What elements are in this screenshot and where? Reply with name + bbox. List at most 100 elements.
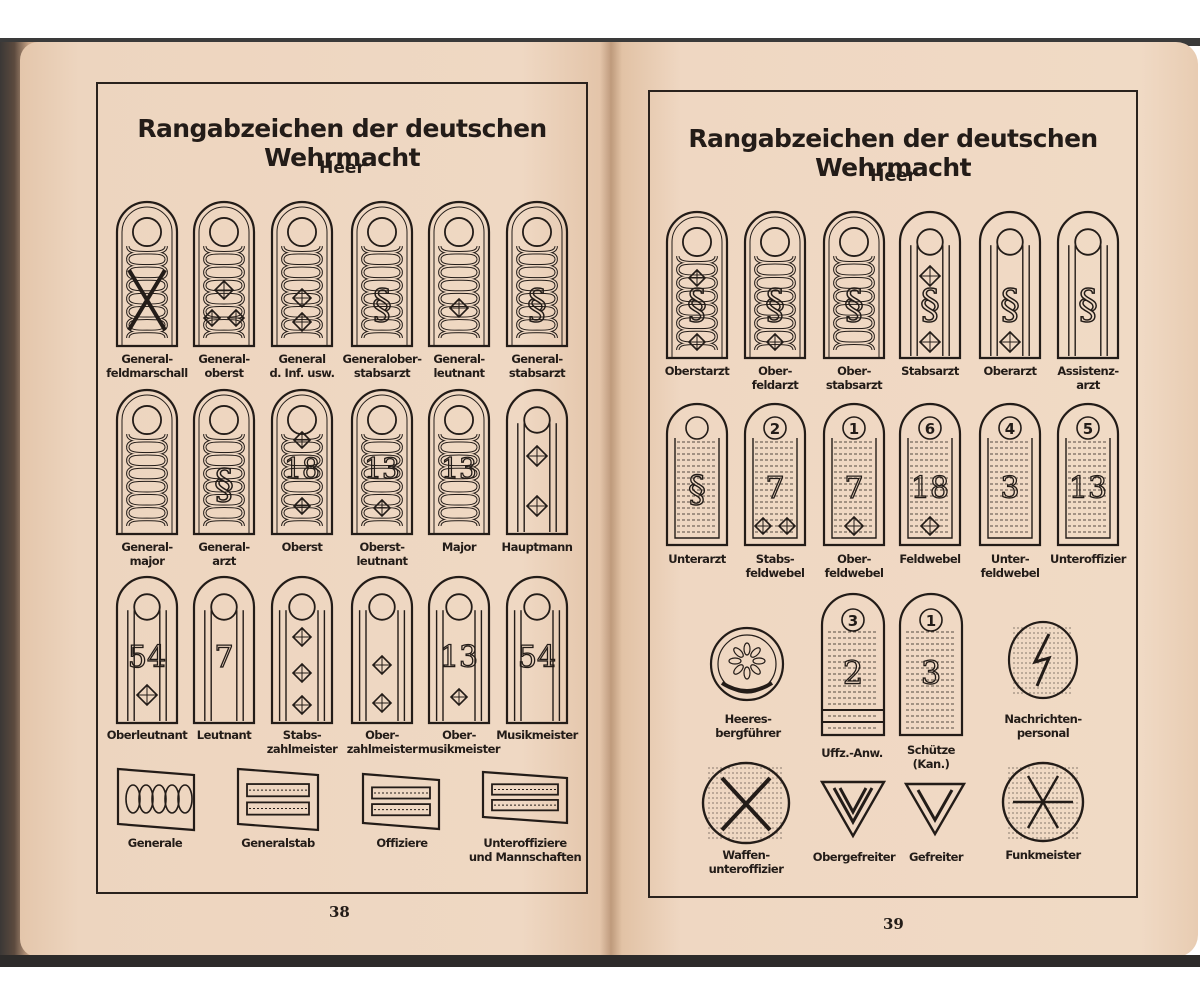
rp-label-row4-3-line1: Gefreiter: [908, 850, 964, 864]
label-row2-2-line2: arzt: [212, 554, 236, 568]
collar-patch-3: [360, 770, 442, 832]
label-row1-1: General-feldmarschall: [105, 352, 189, 380]
edelweiss-badge: [708, 625, 786, 703]
svg-text:4: 4: [1005, 420, 1015, 438]
label-row1-6-line2: stabsarzt: [508, 366, 566, 380]
rp-label-row1-6-line1: Assistenz-: [1057, 364, 1119, 378]
rp-label-row2-5-line1: Unter-: [990, 552, 1030, 566]
label-collar-2-line1: Generalstab: [241, 836, 315, 850]
label-row2-4: Oberst-leutnant: [340, 540, 424, 568]
svg-text:54: 54: [128, 640, 166, 675]
right-page-number: 39: [883, 915, 904, 933]
label-row1-5-line2: leutnant: [433, 366, 485, 380]
label-row1-2-line2: oberst: [204, 366, 244, 380]
rp-label-row3-1-line1: Heeres-: [724, 712, 772, 726]
label-row3-1-line1: Oberleutnant: [106, 728, 188, 742]
shoulder-board-r2-6: [505, 388, 569, 536]
shoulder-board-r2-1: [115, 388, 179, 536]
label-row3-5-line2: musikmeister: [417, 742, 501, 756]
label-row3-5-line1: Ober-: [442, 728, 476, 742]
svg-text:1: 1: [849, 420, 859, 438]
rp-label-row1-2-line1: Ober-: [758, 364, 792, 378]
rp-label-row2-4: Feldwebel: [886, 552, 974, 566]
book-gutter: [600, 42, 622, 957]
rp-label-row2-2-line1: Stabs-: [755, 552, 795, 566]
label-row3-2: Leutnant: [180, 728, 268, 742]
rp-label-row4-4: Funkmeister: [986, 848, 1100, 862]
label-row3-4-line2: zahlmeister: [346, 742, 418, 756]
rp-label-row2-1: Unterarzt: [653, 552, 741, 566]
shoulder-board-r2-5: 13: [427, 388, 491, 536]
left-page-number: 38: [329, 903, 350, 921]
shoulder-board-4: §: [350, 200, 414, 348]
svg-text:§: §: [765, 282, 785, 328]
rp-label-row1-6-line2: arzt: [1076, 378, 1100, 392]
label-row3-6: Musikmeister: [493, 728, 581, 742]
label-row3-3: Stabs-zahlmeister: [258, 728, 346, 756]
label-row3-2-line1: Leutnant: [196, 728, 252, 742]
label-collar-3: Offiziere: [352, 836, 452, 850]
rp-label-row1-2-line2: feldarzt: [751, 378, 799, 392]
collar-patch-1: [115, 765, 197, 833]
collar-patch-4: [480, 768, 570, 826]
label-row2-3: Oberst: [260, 540, 344, 554]
label-row2-1-line2: major: [129, 554, 165, 568]
svg-text:§: §: [687, 282, 707, 328]
radio-master-badge: [1000, 760, 1086, 844]
label-collar-2: Generalstab: [228, 836, 328, 850]
rp-label-row1-3: Ober-stabsarzt: [812, 364, 896, 392]
svg-text:13: 13: [440, 640, 478, 675]
label-row2-2: General-arzt: [182, 540, 266, 568]
label-row2-4-line1: Oberst-: [359, 540, 405, 554]
svg-text:§: §: [920, 282, 940, 328]
rp-label-row1-6: Assistenz-arzt: [1046, 364, 1130, 392]
rp-shoulder-board-2: §: [743, 210, 807, 360]
label-row1-5: General-leutnant: [417, 352, 501, 380]
svg-text:13: 13: [441, 452, 477, 485]
rp-label-row4-1-line2: unteroffizier: [708, 862, 784, 876]
svg-text:2: 2: [843, 654, 863, 692]
label-row1-5-line1: General-: [433, 352, 485, 366]
label-row1-3-line2: d. Inf. usw.: [269, 366, 335, 380]
rp-label-row3-3-line1: Schütze: [907, 743, 955, 757]
rp-label-row1-5: Oberarzt: [968, 364, 1052, 378]
rp-shoulder-board-3: §: [822, 210, 886, 360]
label-row1-6-line1: General-: [511, 352, 563, 366]
shoulder-board-r3-4: [350, 575, 414, 725]
shoulder-board-r3-6: 54: [505, 575, 569, 725]
label-collar-1-line1: Generale: [127, 836, 183, 850]
shoulder-board-1: [115, 200, 179, 348]
svg-text:3: 3: [1000, 471, 1019, 506]
rp-label-row1-5-line1: Oberarzt: [983, 364, 1037, 378]
rp-label-row2-2-line2: feldwebel: [745, 566, 805, 580]
rp-label-row1-1: Oberstarzt: [655, 364, 739, 378]
weapons-badge: [700, 760, 792, 846]
label-collar-4-line2: und Mannschaften: [468, 850, 582, 864]
shoulder-board-r2-3: 18: [270, 388, 334, 536]
rp-label-row2-3-line2: feldwebel: [824, 566, 884, 580]
label-row2-4-line2: leutnant: [356, 554, 408, 568]
shoulder-board-3: [270, 200, 334, 348]
rp-label-row4-4-line1: Funkmeister: [1005, 848, 1081, 862]
rp-label-row3-4-line2: personal: [1016, 726, 1070, 740]
label-collar-4-line1: Unteroffiziere: [483, 836, 567, 850]
rp-label-row3-1-line2: bergführer: [715, 726, 781, 740]
rp-label-row3-2: Uffz.-Anw.: [806, 746, 898, 760]
svg-text:5: 5: [1083, 420, 1093, 438]
svg-text:§: §: [214, 462, 234, 508]
rp-label-row3-4-line1: Nachrichten-: [1004, 712, 1082, 726]
rp-label-row3-1: Heeres-bergführer: [700, 712, 796, 740]
rp-label-row1-3-line2: stabsarzt: [825, 378, 883, 392]
svg-text:§: §: [1078, 282, 1098, 328]
label-row2-6: Hauptmann: [495, 540, 579, 554]
rp-label-row3-3-line2: (Kan.): [912, 757, 950, 771]
shoulder-board-5: [427, 200, 491, 348]
rp-label-row2-3-line1: Ober-: [837, 552, 871, 566]
rp-label-row4-1-line1: Waffen-: [722, 848, 770, 862]
svg-text:18: 18: [911, 471, 949, 506]
label-row1-3-line1: General: [278, 352, 326, 366]
